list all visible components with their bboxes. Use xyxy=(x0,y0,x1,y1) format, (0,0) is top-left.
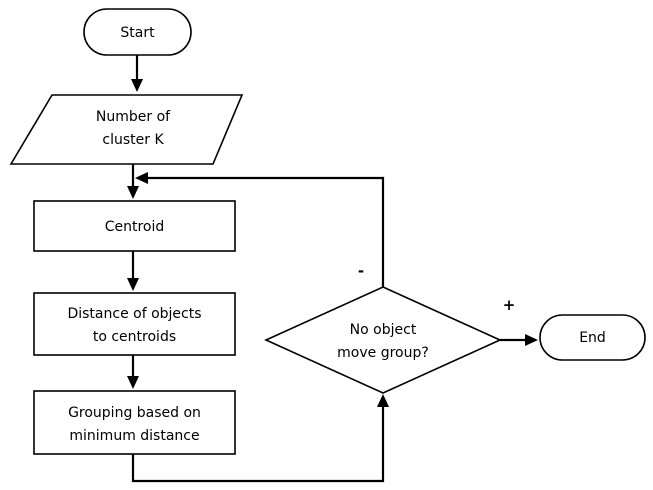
edge-input-to-centroid xyxy=(127,164,139,199)
centroid-label: Centroid xyxy=(105,219,165,235)
centroid-node: Centroid xyxy=(33,200,236,252)
edge-start-to-input xyxy=(131,55,143,92)
distance-label-line1: Distance of objects xyxy=(67,306,201,322)
no-branch-label: - xyxy=(358,262,364,280)
edge-decision-yes-to-end xyxy=(500,334,538,346)
edge-decision-no-loop xyxy=(135,172,385,287)
grouping-node: Grouping based on minimum distance xyxy=(33,390,236,455)
decision-label-line2: move group? xyxy=(337,345,429,361)
edge-distance-to-grouping xyxy=(127,355,139,389)
yes-branch-label: + xyxy=(503,296,516,314)
edge-grouping-to-decision xyxy=(131,394,389,483)
input-cluster-k-node: Number of cluster K xyxy=(9,94,244,165)
start-label: Start xyxy=(120,25,155,41)
end-label: End xyxy=(579,330,606,346)
input-cluster-k-label-line2: cluster K xyxy=(102,132,164,148)
distance-label-line2: to centroids xyxy=(93,329,176,345)
distance-node: Distance of objects to centroids xyxy=(33,292,236,356)
grouping-label-line2: minimum distance xyxy=(69,428,199,444)
edge-centroid-to-distance xyxy=(127,251,139,291)
decision-label-line1: No object xyxy=(350,322,417,338)
grouping-label-line1: Grouping based on xyxy=(68,405,201,421)
decision-node: No object move group? xyxy=(264,286,502,394)
start-node: Start xyxy=(83,8,192,56)
end-node: End xyxy=(539,314,646,361)
input-cluster-k-label-line1: Number of xyxy=(96,109,171,125)
